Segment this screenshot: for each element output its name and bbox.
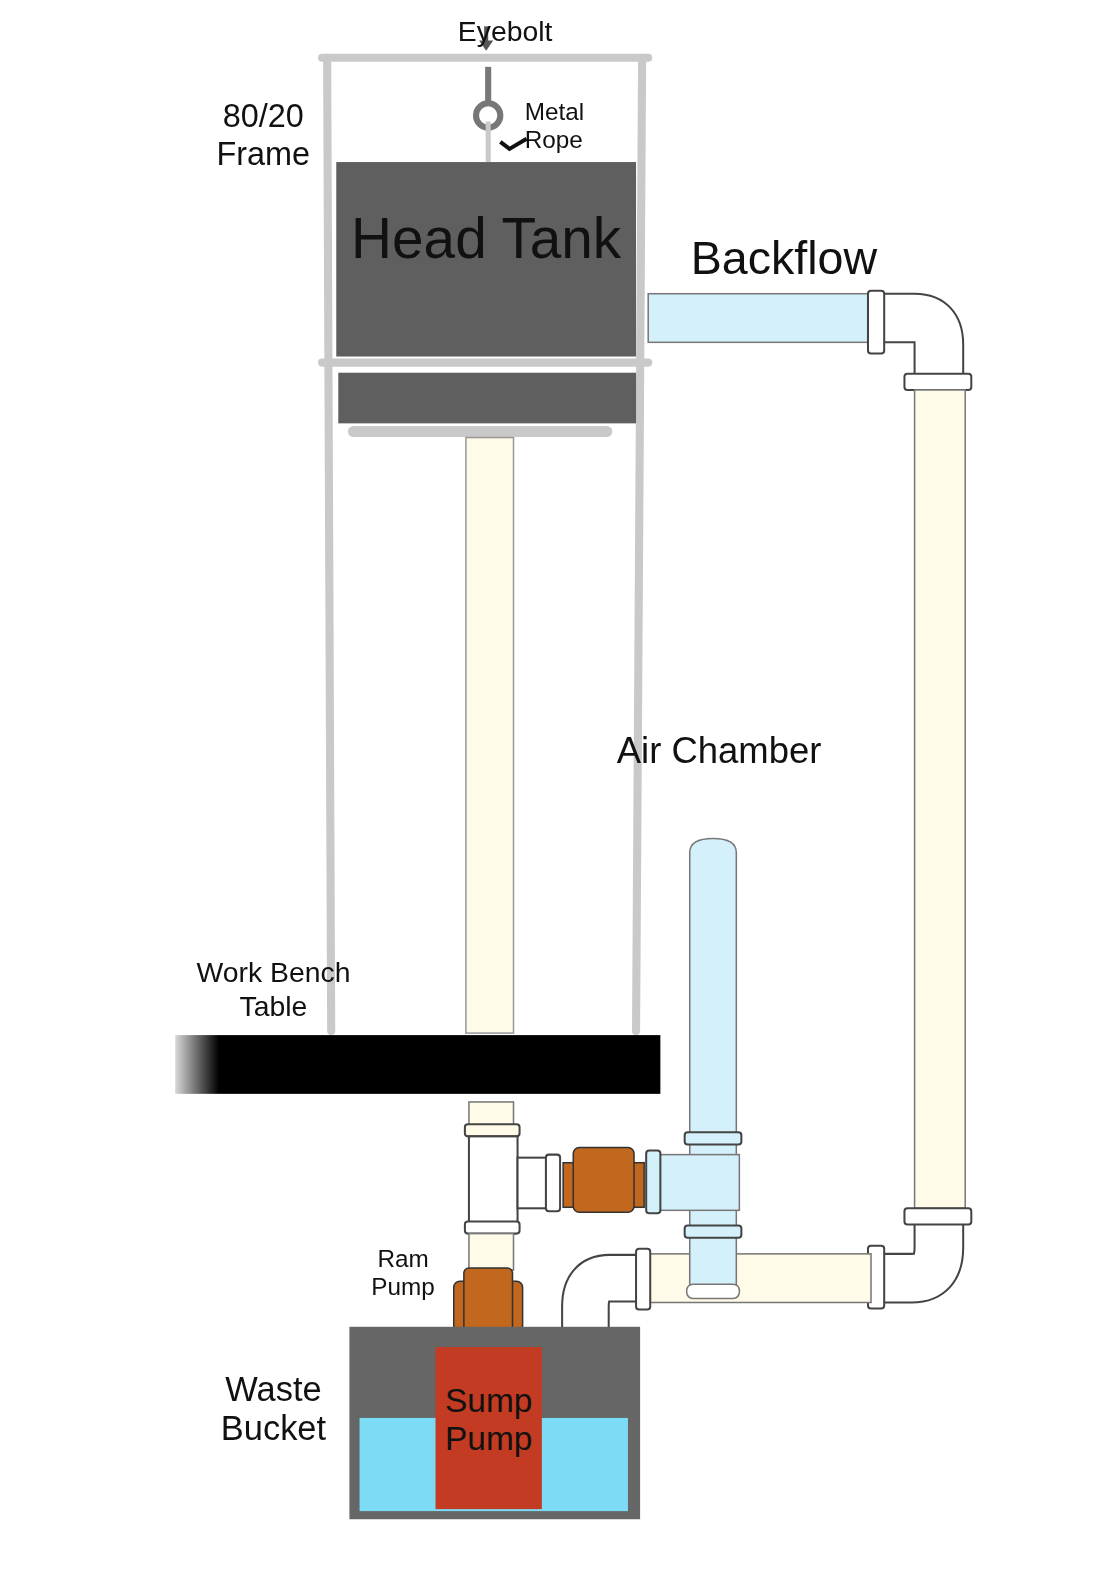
pointer <box>500 139 526 149</box>
tank-box: Head Tank <box>336 162 636 356</box>
node-label: Waste Bucket <box>210 1369 338 1448</box>
work-bench <box>175 1035 660 1094</box>
part-label: Metal Rope <box>525 97 616 154</box>
part-label: Backflow <box>691 231 944 286</box>
drive-pipe <box>466 438 514 1034</box>
tank-base <box>338 373 636 424</box>
node-label: Sump Pump <box>438 1347 540 1458</box>
part-label: Eyebolt <box>458 14 640 47</box>
part-label: Air Chamber <box>608 729 831 772</box>
pump-box: Sump Pump <box>436 1347 542 1509</box>
part-label: Work Bench Table <box>167 956 380 1023</box>
return-pipe <box>915 390 966 1208</box>
backflow-pipe <box>648 294 873 343</box>
metal-rope <box>486 122 491 163</box>
eyebolt-rod <box>485 67 491 101</box>
node-label: Head Tank <box>338 162 634 272</box>
outlet-pipe <box>648 1254 871 1303</box>
part-label: Ram Pump <box>350 1245 455 1302</box>
part-label: 80/20 Frame <box>192 97 334 173</box>
base-plate <box>353 426 606 437</box>
bucket-box: Waste BucketSump Pump <box>349 1327 640 1519</box>
